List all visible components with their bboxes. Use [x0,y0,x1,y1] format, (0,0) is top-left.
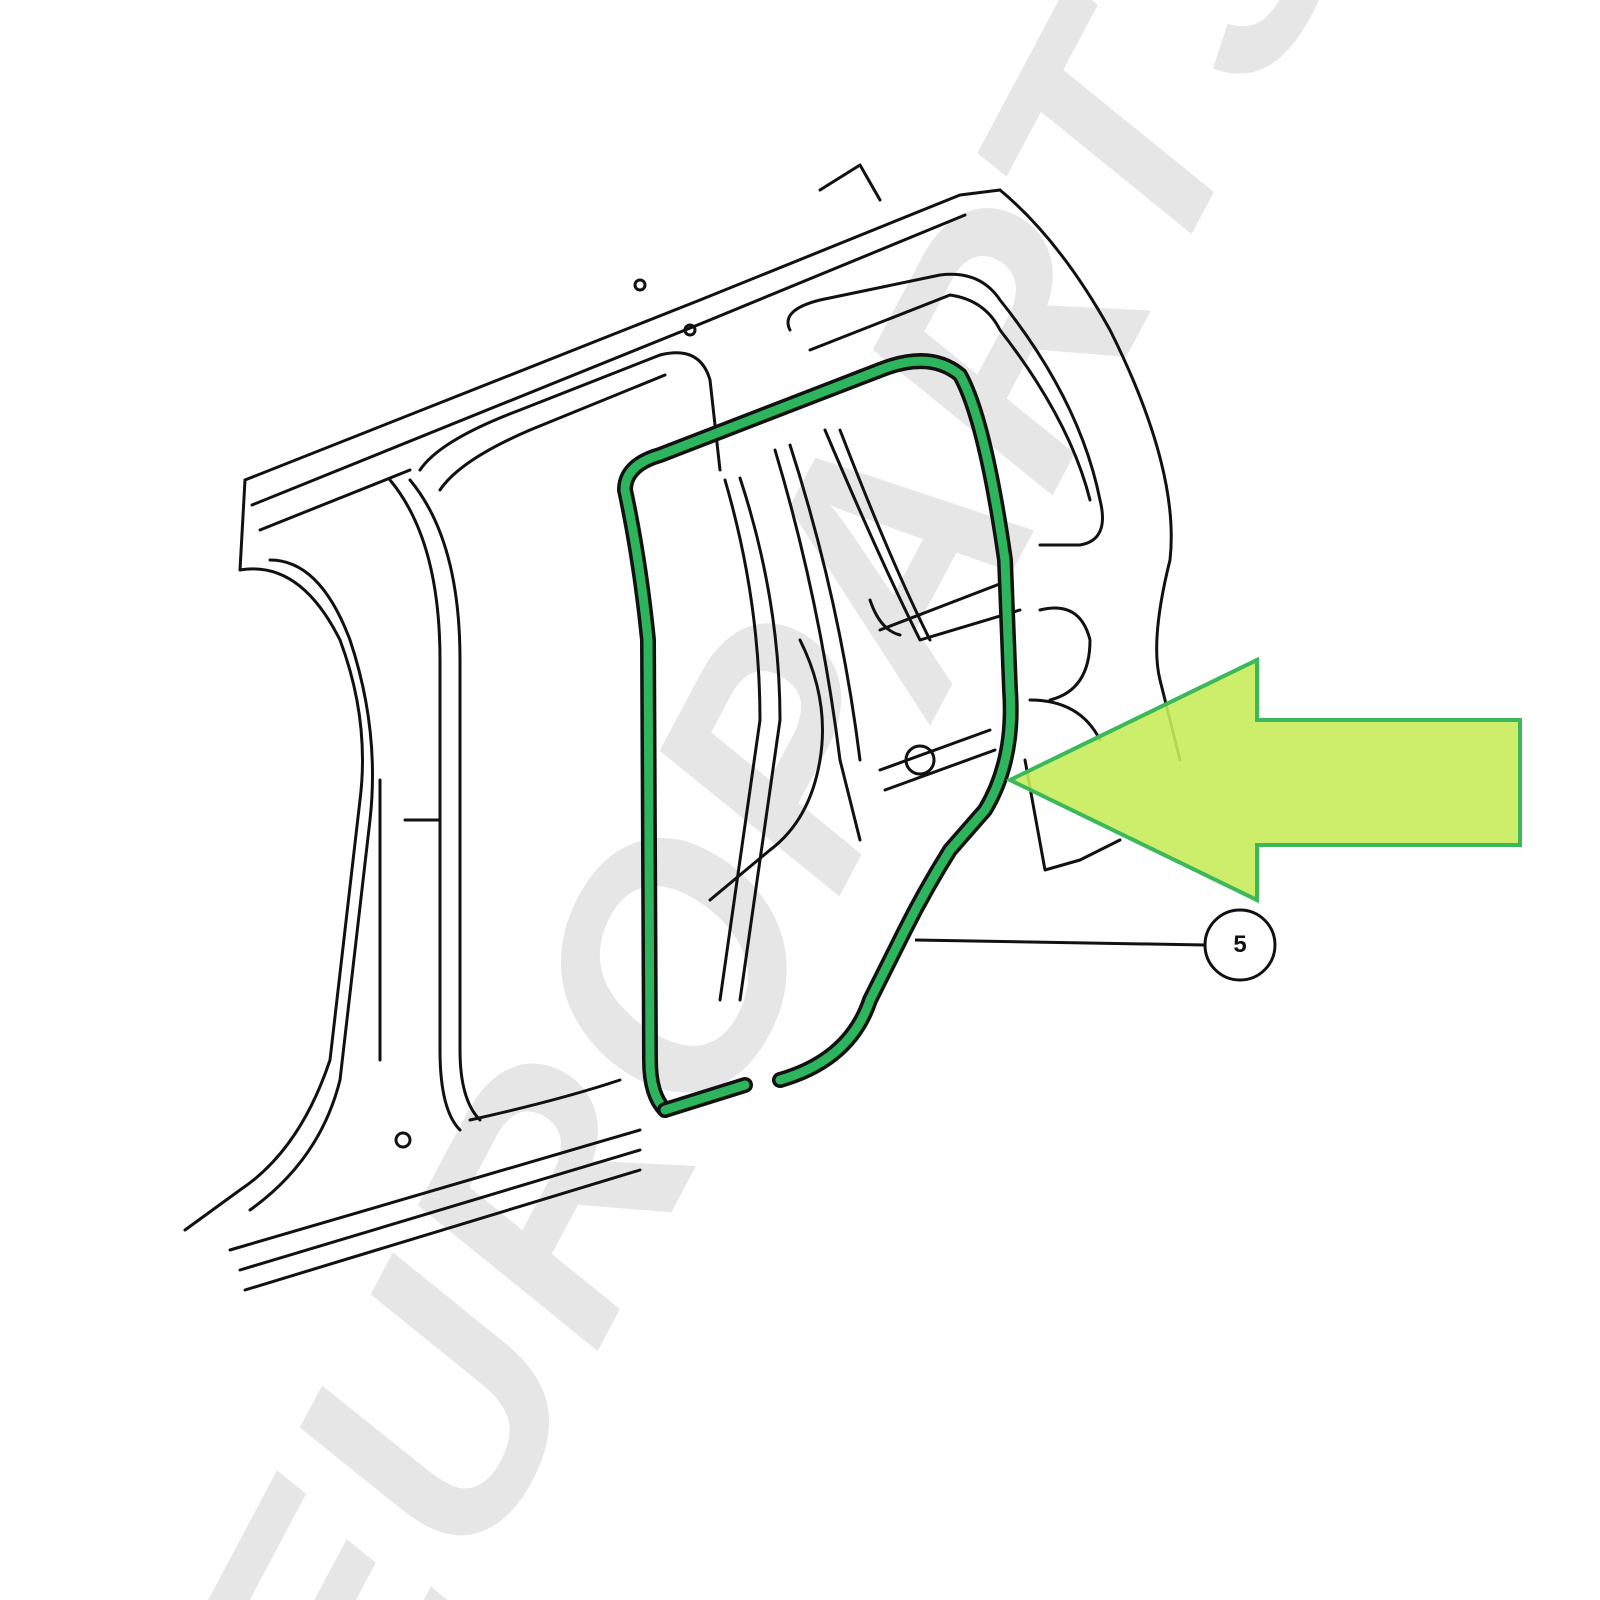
callout-number: 5 [1233,931,1247,958]
highlight-arrow [1005,656,1522,904]
leader-line [914,938,1206,947]
weatherstrip-seal-highlight [617,353,1019,1118]
callout-5 [914,908,1277,982]
callout-circle [1203,908,1277,982]
body-side-outline [183,163,1182,1292]
